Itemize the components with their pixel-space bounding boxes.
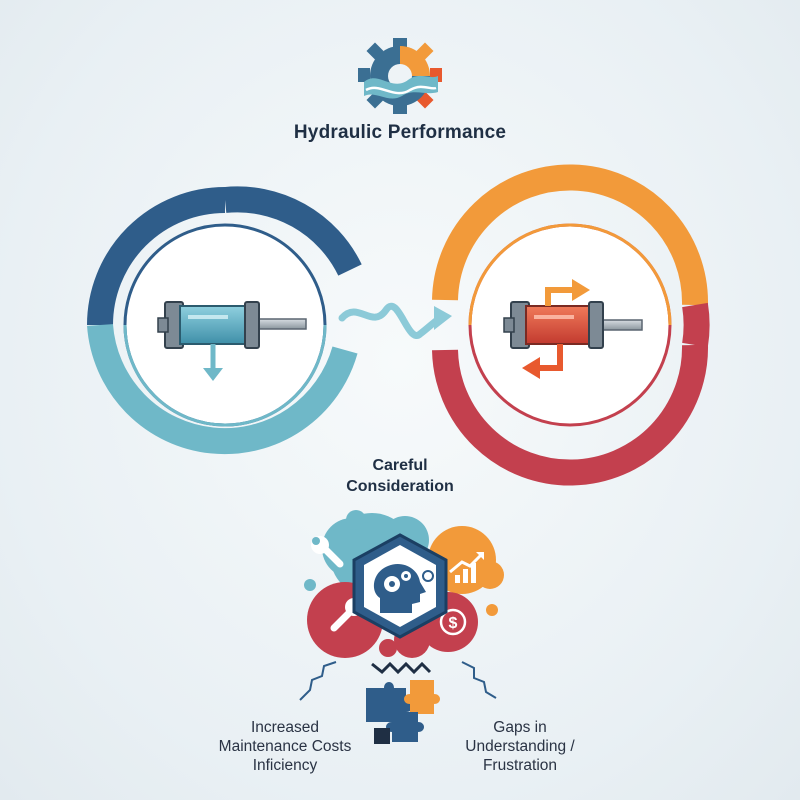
wavy-arrow-icon <box>338 303 452 340</box>
hydraulic-cylinder-red-icon <box>503 301 643 349</box>
svg-text:$: $ <box>449 615 458 632</box>
right-caption-line3: Frustration <box>482 757 558 774</box>
rising-chart-icon <box>449 552 484 583</box>
wrench-icon <box>311 536 344 568</box>
right-caption-line1: Gaps in <box>493 719 547 736</box>
right-caption: Gaps in Understanding / Frustration <box>420 718 620 775</box>
gear-teeth <box>358 38 442 114</box>
bidirectional-arrow-icon <box>522 279 590 379</box>
center-label-line2: Consideration <box>346 478 454 495</box>
right-caption-line2: Understanding / <box>465 738 575 755</box>
down-arrow-icon <box>203 344 223 381</box>
page-title: Hydraulic Performance <box>293 122 507 143</box>
dollar-icon: $ <box>439 608 467 636</box>
left-zigzag <box>299 661 337 701</box>
left-caption-line3: Inficiency <box>252 757 318 774</box>
hydraulic-cylinder-icon <box>157 301 307 349</box>
center-label: Careful Consideration <box>300 455 500 497</box>
left-caption: Increased Maintenance Costs Inficiency <box>190 718 380 775</box>
center-label-line1: Careful <box>372 457 428 474</box>
zigzag-line <box>371 661 432 675</box>
gear-logo-icon <box>358 38 442 114</box>
head-gears-icon <box>352 533 448 639</box>
left-caption-line2: Maintenance Costs <box>218 738 352 755</box>
left-caption-line1: Increased <box>250 719 320 736</box>
right-zigzag <box>461 661 497 699</box>
puzzle-icon <box>366 680 440 744</box>
